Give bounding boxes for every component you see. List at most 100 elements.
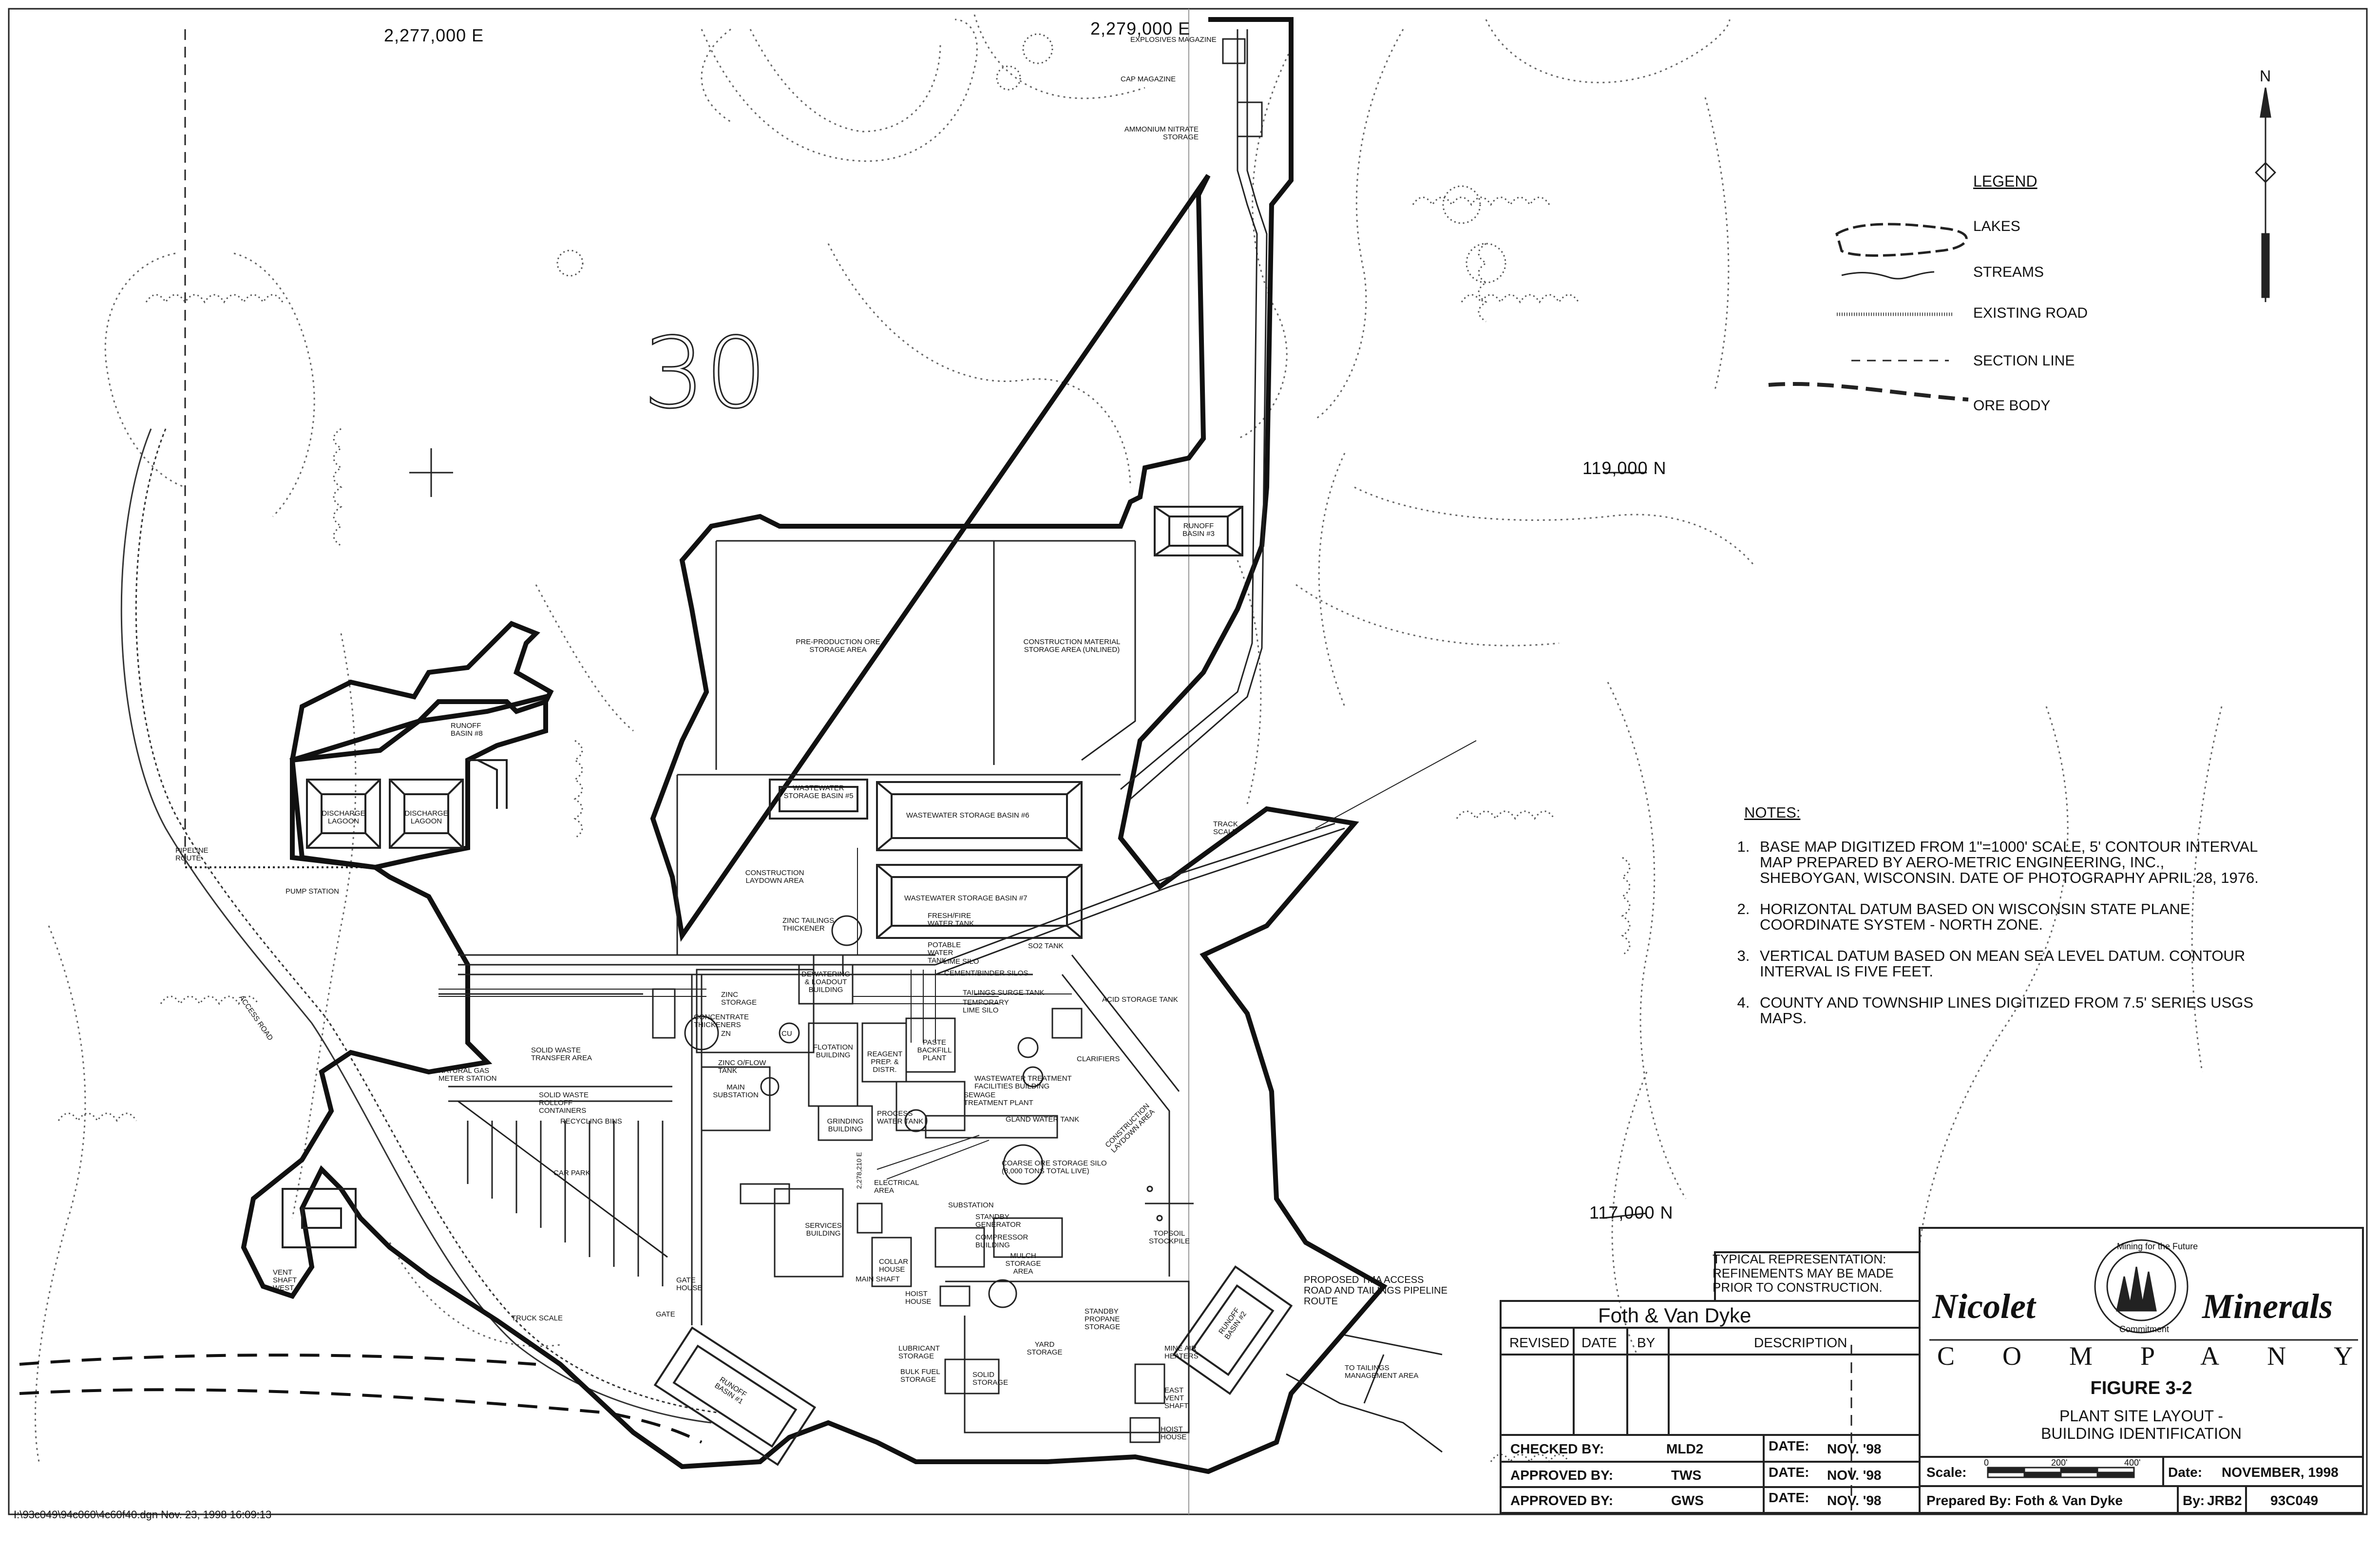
label-cu: Cu xyxy=(781,1030,792,1038)
legend-title: LEGEND xyxy=(1973,172,2037,190)
label-gate-house: GATE HOUSE xyxy=(676,1276,703,1292)
label-hoist-house-2: HOIST HOUSE xyxy=(1161,1425,1187,1441)
label-truck-scale: TRUCK SCALE xyxy=(512,1314,563,1322)
existing-road xyxy=(120,428,722,1424)
label-pipeline-route: PIPELINE ROUTE xyxy=(175,846,209,862)
legend-item-section-line: SECTION LINE xyxy=(1973,353,2075,369)
note-item: VERTICAL DATUM BASED ON MEAN SEA LEVEL D… xyxy=(1754,948,2261,979)
label-acid-storage: ACID STORAGE TANK xyxy=(1102,995,1178,1004)
figure-number: FIGURE 3-2 xyxy=(2090,1378,2192,1398)
left-lobe-perimeter xyxy=(290,693,548,870)
label-potable-water: POTABLE WATER TANK xyxy=(928,941,961,965)
label-cap-magazine: CAP MAGAZINE xyxy=(1121,75,1176,83)
label-discharge-lagoon-2: DISCHARGE LAGOON xyxy=(404,809,448,825)
tree-lines xyxy=(57,33,1631,1463)
interior-areas xyxy=(438,540,1190,1433)
label-electrical-area: ELECTRICAL AREA xyxy=(874,1179,919,1195)
label-standby-propane: STANDBY PROPANE STORAGE xyxy=(1085,1307,1121,1331)
legend-item-existing-road: EXISTING ROAD xyxy=(1973,305,2088,321)
coord-2278210-e: 2,278,210 E xyxy=(855,1152,863,1189)
label-runoff-basin-3: RUNOFF BASIN #3 xyxy=(1182,522,1215,538)
coord-2277000-e: 2,277,000 E xyxy=(384,25,484,45)
discharge-lagoon-2-shape xyxy=(389,779,464,849)
tma-route xyxy=(1286,1334,1443,1453)
legend-symbols xyxy=(1768,223,1969,401)
label-process-water: PROCESS WATER TANK xyxy=(877,1109,924,1126)
magazine-road xyxy=(1120,29,1268,800)
runoff-basin-1-shape xyxy=(653,1326,817,1466)
label-solid-waste-rolloff: SOLID WASTE ROLLOFF CONTAINERS xyxy=(539,1091,589,1115)
label-mine-air-heaters: MINE AIR HEATERS xyxy=(1164,1344,1199,1360)
label-cement-binder: CEMENT/BINDER SILOS xyxy=(944,969,1028,977)
site-perimeter xyxy=(241,17,1388,1474)
title-block-lines xyxy=(1500,1227,2364,1514)
scale-tick-200: 200' xyxy=(2051,1458,2068,1468)
note-item: BASE MAP DIGITIZED FROM 1"=1000' SCALE, … xyxy=(1754,839,2261,886)
label-fresh-fire-water: FRESH/FIRE WATER TANK xyxy=(928,912,974,928)
rail-spur xyxy=(935,740,1477,975)
label-solid-storage: SOLID STORAGE xyxy=(972,1371,1009,1387)
approved-by-label-1: APPROVED BY: xyxy=(1510,1468,1614,1483)
label-zinc-storage: ZINC STORAGE xyxy=(721,991,757,1007)
revision-header-revised: REVISED xyxy=(1509,1335,1569,1350)
section-number: 30 xyxy=(643,316,768,431)
car-park xyxy=(448,1086,672,1286)
date-label-1: DATE: xyxy=(1769,1438,1809,1453)
label-runoff-basin-8: RUNOFF BASIN #8 xyxy=(451,722,483,738)
ore-body xyxy=(19,1354,703,1444)
plant-buildings xyxy=(652,915,1165,1443)
coord-2279000-e: 2,279,000 E xyxy=(1090,19,1191,38)
checked-by-label: CHECKED BY: xyxy=(1510,1441,1604,1456)
north-arrow-label: N xyxy=(2260,67,2271,85)
discharge-lagoon-1-shape xyxy=(306,779,381,849)
label-bulk-fuel: BULK FUEL STORAGE xyxy=(900,1368,940,1384)
runoff-basin-3-shape xyxy=(1154,506,1243,556)
label-natural-gas: NATURAL GAS METER STATION xyxy=(438,1067,497,1083)
vent-shaft-west-shape xyxy=(282,1188,357,1248)
legend: LEGEND LAKES STREAMS EXISTING ROAD SECTI… xyxy=(1754,166,2095,429)
label-tailings-surge: TAILINGS SURGE TANK xyxy=(963,989,1045,997)
approved-by-value-1: TWS xyxy=(1671,1468,1702,1483)
label-hoist-house: HOIST HOUSE xyxy=(905,1290,932,1306)
label-zinc-overflow: ZINC O/FLOW TANK xyxy=(718,1059,766,1075)
approved-by-value-2: GWS xyxy=(1671,1493,1704,1508)
company-sub: COMPANY xyxy=(1937,1341,2380,1371)
date-main-label: Date: xyxy=(2168,1465,2203,1480)
scale-bar xyxy=(1987,1467,2135,1478)
runoff-basins xyxy=(282,506,1293,1466)
label-ammonium-nitrate: AMMONIUM NITRATE STORAGE xyxy=(1124,125,1199,141)
seal-text-top: Mining for the Future xyxy=(2117,1241,2198,1251)
figure-title-1: PLANT SITE LAYOUT - xyxy=(2059,1407,2224,1425)
checked-by-value: MLD2 xyxy=(1666,1441,1704,1456)
label-topsoil: TOPSOIL STOCKPILE xyxy=(1149,1229,1190,1245)
label-flotation: FLOTATION BUILDING xyxy=(813,1043,853,1059)
figure-title-2: BUILDING IDENTIFICATION xyxy=(2041,1425,2242,1442)
runoff-basin-8-shape xyxy=(468,759,508,809)
label-so2-tank: SO2 TANK xyxy=(1028,942,1064,950)
scale-tick-0: 0 xyxy=(1984,1458,1989,1468)
label-zinc-tailings-thickener: ZINC TAILINGS THICKENER xyxy=(782,917,835,933)
runoff-basin-2-shape xyxy=(1172,1265,1293,1395)
date-label-2: DATE: xyxy=(1769,1465,1809,1480)
label-dewatering: DEWATERING & LOADOUT BUILDING xyxy=(801,970,850,994)
label-car-park: CAR PARK xyxy=(553,1169,590,1177)
ww-basin-7-shape xyxy=(876,864,1083,939)
section-crosses xyxy=(409,448,1194,1228)
label-gate: GATE xyxy=(656,1310,675,1318)
label-lime-silo: LIME SILO xyxy=(943,957,979,966)
label-coarse-ore: COARSE ORE STORAGE SILO (8,000 TONS TOTA… xyxy=(1002,1159,1107,1175)
company-seal xyxy=(2094,1239,2189,1334)
label-main-shaft: MAIN SHAFT xyxy=(856,1275,900,1283)
label-pre-production-ore: PRE-PRODUCTION ORE STORAGE AREA xyxy=(796,638,880,654)
legend-item-ore-body: ORE BODY xyxy=(1973,398,2051,414)
north-arrow xyxy=(2255,87,2276,302)
label-east-vent-shaft: EAST VENT SHAFT xyxy=(1164,1386,1189,1410)
seal-text-bottom: Commitment xyxy=(2119,1324,2170,1334)
label-vent-shaft-west: VENT SHAFT WEST xyxy=(273,1268,297,1292)
sheet-border xyxy=(8,8,2368,1515)
label-services: SERVICES BUILDING xyxy=(805,1222,842,1238)
pipe-runs xyxy=(438,848,1072,1180)
prepared-by: Prepared By: Foth & Van Dyke xyxy=(1926,1493,2123,1508)
date-value-2: NOV. '98 xyxy=(1827,1468,1882,1483)
date-value-1: NOV. '98 xyxy=(1827,1441,1882,1456)
